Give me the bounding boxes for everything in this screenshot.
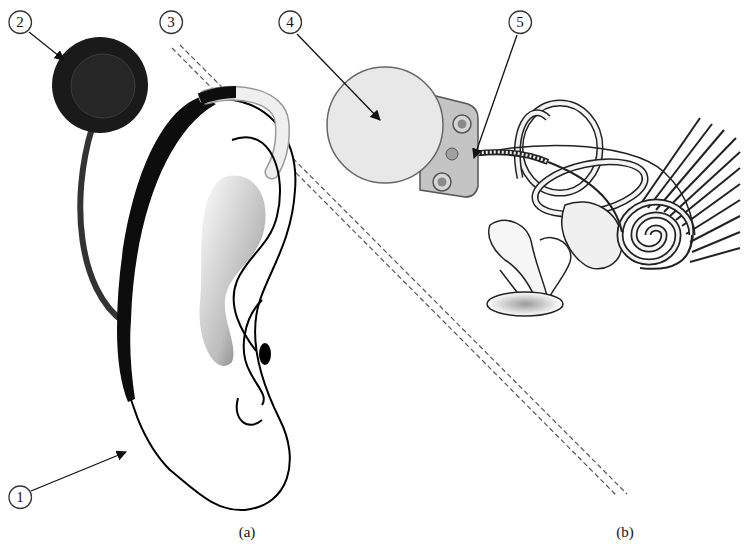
cochlea xyxy=(620,202,692,262)
callout-circle: 5 xyxy=(508,10,533,35)
leader-arrow xyxy=(297,34,380,120)
callout-number: 3 xyxy=(167,14,175,31)
callout-number: 1 xyxy=(16,489,24,506)
callout-ring xyxy=(9,486,32,509)
nerve-fibres xyxy=(640,118,740,262)
leader-arrow xyxy=(31,452,126,491)
callout-number: 5 xyxy=(516,14,524,31)
callout-ring xyxy=(279,11,302,34)
coil-magnet xyxy=(71,54,135,118)
fixation-hole xyxy=(458,120,467,129)
callout-ring xyxy=(160,11,183,34)
ossicle xyxy=(540,238,571,300)
callout-number: 4 xyxy=(286,14,294,31)
electrode-array xyxy=(548,162,622,232)
nerve-fibre xyxy=(690,248,740,262)
reference-electrode-wire xyxy=(458,145,693,252)
panel-label: (a) xyxy=(239,524,256,541)
ear-hook xyxy=(206,93,282,172)
callout-circle: 2 xyxy=(8,10,33,35)
cochlea xyxy=(620,202,692,262)
callout-ring xyxy=(9,11,32,34)
receiver-stimulator xyxy=(327,67,443,183)
outer-ear xyxy=(119,99,295,510)
ear-canal xyxy=(259,343,271,365)
cochlea-base xyxy=(640,235,692,269)
transmitter-coil xyxy=(52,37,148,133)
callout-circle: 4 xyxy=(278,10,303,35)
coil-cable xyxy=(80,128,124,322)
ear-hook xyxy=(206,93,282,172)
callout-circle: 1 xyxy=(8,485,33,510)
callout-ring xyxy=(509,11,532,34)
panel-label: (b) xyxy=(616,524,634,541)
stapes-footplate xyxy=(487,292,563,316)
antihelix xyxy=(232,137,280,351)
antitragus xyxy=(237,398,262,425)
speech-processor xyxy=(117,97,216,402)
leader-arrow xyxy=(474,35,517,158)
fixation-hole xyxy=(453,115,471,133)
speech-processor xyxy=(200,92,236,99)
fixation-hole xyxy=(438,178,447,187)
leader-arrow xyxy=(29,32,64,60)
nerve-fibre xyxy=(690,216,740,242)
concha xyxy=(199,176,265,366)
callout-circle: 3 xyxy=(159,10,184,35)
lead-exit xyxy=(446,148,458,160)
fixation-hole xyxy=(433,173,451,191)
callout-number: 2 xyxy=(16,14,24,31)
